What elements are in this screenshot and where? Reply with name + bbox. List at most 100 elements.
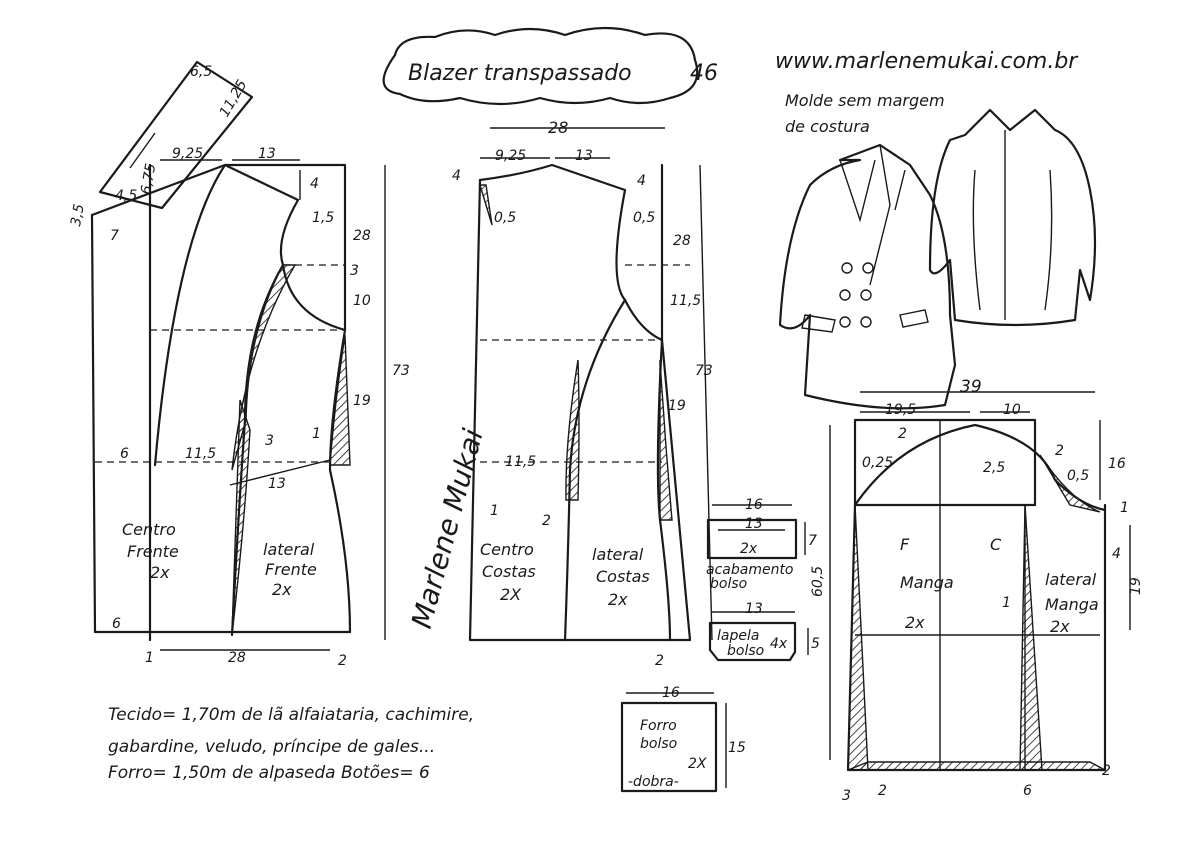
- qty: 2x: [740, 541, 758, 557]
- dim: 4: [452, 168, 461, 184]
- dim: 10: [353, 293, 371, 309]
- piece-label: 2x: [1050, 617, 1070, 636]
- dim: 4,5: [115, 188, 137, 204]
- jacket-back-sketch: [928, 108, 1097, 327]
- dim: 28: [353, 228, 371, 244]
- piece-label: Manga: [900, 573, 954, 592]
- dim: 2: [1102, 763, 1111, 779]
- dim: 16: [1108, 456, 1126, 472]
- dim: 3: [842, 788, 851, 804]
- pocket-flap-piece: 13 lapela bolso 4x 5: [708, 601, 820, 662]
- piece-label: 2x: [150, 563, 170, 582]
- dim: 7: [808, 533, 817, 549]
- dim: 60,5: [810, 566, 826, 597]
- dim: 13: [745, 516, 763, 532]
- dim: 2: [338, 653, 347, 669]
- dim: 19,5: [885, 402, 916, 418]
- front-piece: 6,5 11,25 6,75 4,5 3,5 9,25 13 4 1,5 7 2…: [68, 60, 410, 669]
- piece-label: bolso: [710, 576, 747, 592]
- dim: 16: [662, 685, 680, 701]
- dim: 6: [1023, 783, 1032, 799]
- dim: 1,5: [312, 210, 334, 226]
- pocket-facing-piece: 16 13 2x 7 acabamento bolso: [706, 497, 817, 592]
- piece-label: 2x: [905, 613, 925, 632]
- dim: 73: [695, 363, 713, 379]
- dim: 16: [745, 497, 763, 513]
- piece-label: Forro: [640, 718, 677, 734]
- dim: 4: [310, 176, 319, 192]
- dim: 2: [1055, 443, 1064, 459]
- dim: 15: [728, 740, 746, 756]
- dim: 2: [542, 513, 551, 529]
- dim: 1: [490, 503, 499, 519]
- piece-label: lapela: [717, 628, 759, 644]
- dim: 1: [1002, 595, 1011, 611]
- dim: 3: [265, 433, 274, 449]
- note-line: gabardine, veludo, príncipe de gales...: [108, 737, 435, 757]
- dim: 19: [668, 398, 686, 414]
- dim: 4: [1112, 546, 1121, 562]
- dim: 5: [811, 636, 820, 652]
- dim: 6,75: [138, 162, 159, 196]
- dim: 3,5: [68, 203, 88, 228]
- website-text: www.marlenemukai.com.br: [775, 49, 1079, 74]
- sleeve-piece: 39 19,5 10 2 0,25 2,5 2 0,5 16 1 4 60,5 …: [810, 377, 1144, 804]
- piece-label: Frente: [127, 542, 179, 561]
- dim: 28: [673, 233, 691, 249]
- qty: 2X: [688, 756, 707, 772]
- dim: 1: [145, 650, 154, 666]
- dim: 1: [1120, 500, 1129, 516]
- piece-label: 2X: [500, 585, 522, 604]
- dim: 19: [1128, 577, 1144, 595]
- material-notes: Tecido= 1,70m de lã alfaiataria, cachimi…: [108, 705, 474, 783]
- title-text: Blazer transpassado: [408, 61, 632, 86]
- signature: Marlene Mukai: [405, 425, 490, 632]
- dim: 2: [878, 783, 887, 799]
- piece-label: lateral: [1045, 570, 1097, 589]
- piece-label: acabamento: [706, 562, 794, 578]
- piece-label: Centro: [480, 540, 534, 559]
- dim: 6: [112, 616, 121, 632]
- back-piece: 28 9,25 13 4 4 0,5 0,5 28 11,5 73 19 11,…: [452, 118, 713, 669]
- dim: 11,5: [505, 454, 536, 470]
- dim: 9,25: [172, 146, 203, 162]
- dim: 0,5: [1067, 468, 1089, 484]
- piece-label: Costas: [482, 562, 536, 581]
- dim: 13: [258, 146, 276, 162]
- jacket-front-sketch: [778, 143, 957, 410]
- dim: 39: [960, 377, 982, 397]
- dim: 13: [745, 601, 763, 617]
- dim: 6,5: [190, 64, 212, 80]
- dim: 7: [110, 228, 119, 244]
- note-line: Forro= 1,50m de alpaseda Botões= 6: [108, 763, 430, 783]
- piece-label: bolso: [640, 736, 677, 752]
- piece-label: 2x: [608, 590, 628, 609]
- front-collar-piece: [98, 60, 254, 210]
- subtitle-line-2: de costura: [785, 117, 870, 136]
- piece-label: lateral: [263, 540, 315, 559]
- piece-label: C: [990, 535, 1002, 554]
- dim: 10: [1003, 402, 1021, 418]
- dim: 0,5: [494, 210, 516, 226]
- dim: 11,5: [185, 446, 216, 462]
- dim: 0,25: [862, 455, 893, 471]
- dim: 11,5: [670, 293, 701, 309]
- piece-label: Frente: [265, 560, 317, 579]
- dim: 28: [548, 118, 568, 137]
- dim: 0,5: [633, 210, 655, 226]
- dim: 2: [655, 653, 664, 669]
- subtitle-line-1: Molde sem margem: [785, 91, 945, 110]
- piece-label: Costas: [596, 567, 650, 586]
- piece-label: 2x: [272, 580, 292, 599]
- piece-label: bolso: [727, 643, 764, 659]
- dim: 13: [575, 148, 593, 164]
- pocket-lining-piece: 16 Forro bolso 2X -dobra- 15: [620, 685, 746, 793]
- dim: 11,25: [217, 77, 251, 120]
- piece-label: F: [900, 535, 910, 554]
- dim: 3: [350, 263, 359, 279]
- dim: 73: [392, 363, 410, 379]
- piece-label: Centro: [122, 520, 176, 539]
- dim: 4: [637, 173, 646, 189]
- dim: 2: [898, 426, 907, 442]
- dim: 2,5: [983, 460, 1005, 476]
